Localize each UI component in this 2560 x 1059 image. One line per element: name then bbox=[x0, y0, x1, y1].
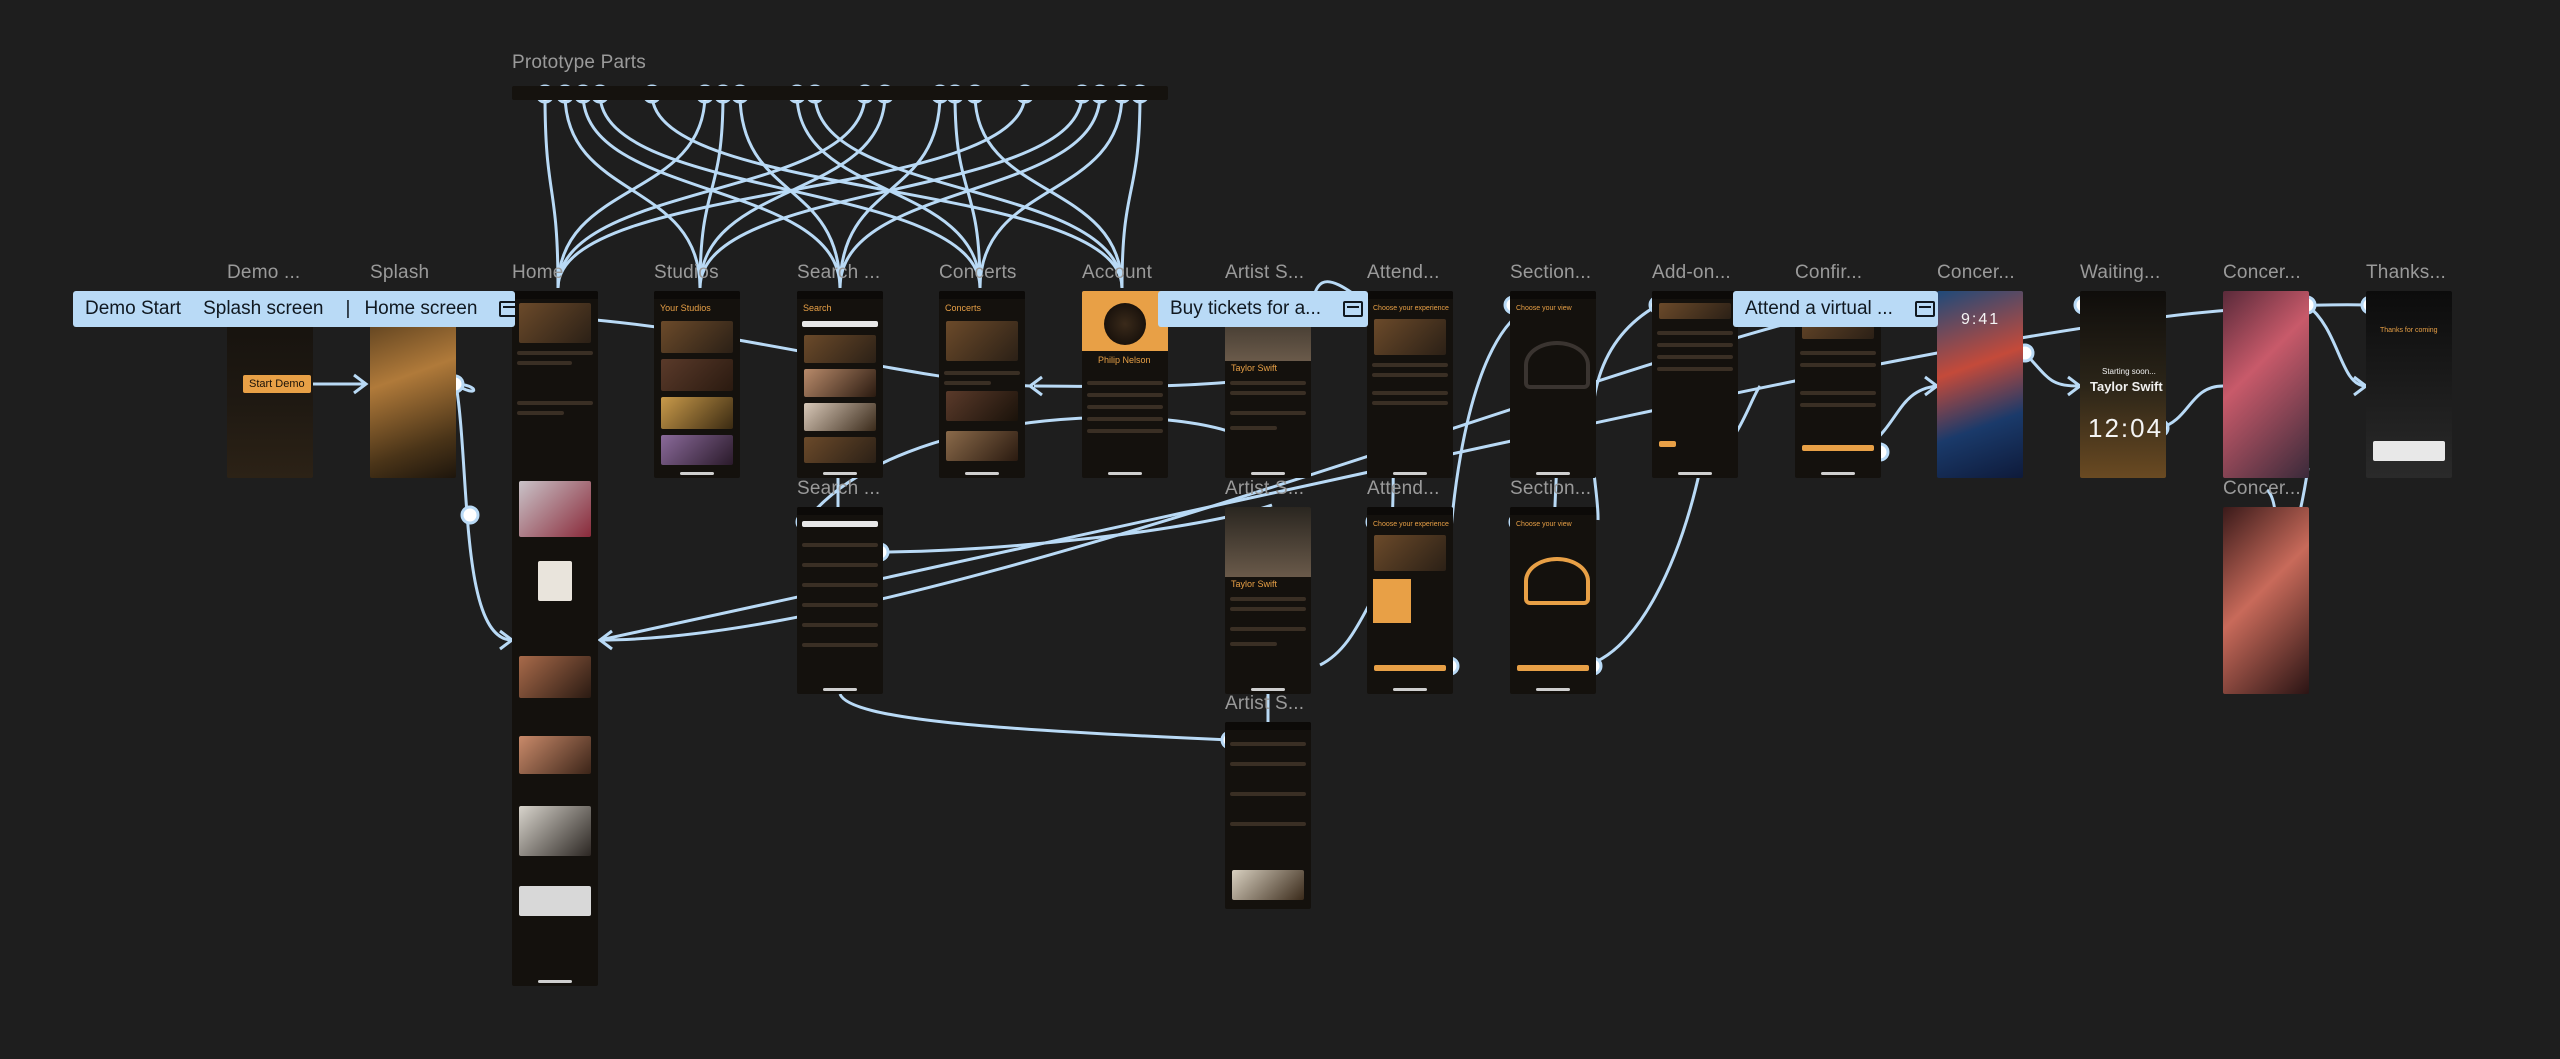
prototype-connector[interactable] bbox=[556, 93, 1027, 289]
flow-splash-screen[interactable]: Splash screen bbox=[203, 298, 324, 319]
prototype-connector[interactable] bbox=[838, 93, 1102, 289]
frame-label-demo[interactable]: Demo ... bbox=[227, 262, 301, 283]
frame-label-concert-2[interactable]: Concer... bbox=[2223, 262, 2301, 283]
frame-label-studios[interactable]: Studios bbox=[654, 262, 719, 283]
frame-label-concert-3[interactable]: Concer... bbox=[2223, 478, 2301, 499]
frame-label-confirm[interactable]: Confir... bbox=[1795, 262, 1863, 283]
prototype-connector[interactable] bbox=[599, 318, 1801, 642]
artist-name-2: Taylor Swift bbox=[1231, 579, 1278, 589]
prototype-connector[interactable] bbox=[1120, 93, 1142, 289]
frame-label-home[interactable]: Home bbox=[512, 262, 564, 283]
frame-label-concert-1[interactable]: Concer... bbox=[1937, 262, 2015, 283]
frame-concert-2[interactable] bbox=[2223, 291, 2309, 478]
prototype-connector[interactable] bbox=[698, 93, 1084, 289]
play-prototype-icon[interactable] bbox=[1343, 301, 1363, 317]
flow-attend-virtual-label[interactable]: Attend a virtual ... bbox=[1745, 298, 1893, 319]
prototype-connector[interactable] bbox=[556, 93, 867, 289]
connection-node[interactable] bbox=[460, 505, 480, 525]
frame-attend-2[interactable]: Choose your experience bbox=[1367, 507, 1453, 694]
frame-label-thanks[interactable]: Thanks... bbox=[2366, 262, 2446, 283]
frame-attend-1[interactable]: Choose your experience bbox=[1367, 291, 1453, 478]
start-demo-button[interactable]: Start Demo bbox=[243, 375, 311, 393]
arrowhead-icon bbox=[1027, 375, 1043, 397]
studios-title: Your Studios bbox=[660, 303, 711, 313]
flow-buy-tickets-label[interactable]: Buy tickets for a... bbox=[1170, 298, 1321, 319]
frame-home[interactable] bbox=[512, 291, 598, 986]
frame-concert-1[interactable]: 9:41 bbox=[1937, 291, 2023, 478]
section-title-1: Choose your view bbox=[1516, 305, 1572, 312]
prototype-connector[interactable] bbox=[978, 93, 1124, 289]
node-group bbox=[287, 84, 2380, 750]
frame-label-search-1[interactable]: Search ... bbox=[797, 262, 881, 283]
frame-label-attend-2[interactable]: Attend... bbox=[1367, 478, 1440, 499]
frame-label-artist-2[interactable]: Artist S... bbox=[1225, 478, 1305, 499]
frame-artist-3[interactable] bbox=[1225, 722, 1311, 909]
prototype-connector[interactable] bbox=[803, 415, 1259, 523]
prototype-parts-strip[interactable] bbox=[512, 86, 1168, 100]
frame-search-2[interactable] bbox=[797, 507, 883, 694]
frame-section-2[interactable]: Choose your view bbox=[1510, 507, 1596, 694]
flow-buy-tickets[interactable]: Buy tickets for a... bbox=[1158, 291, 1368, 327]
account-name: Philip Nelson bbox=[1098, 355, 1151, 365]
arrowhead-icon bbox=[353, 373, 369, 395]
frame-label-artist-3[interactable]: Artist S... bbox=[1225, 693, 1305, 714]
prototype-connector[interactable] bbox=[2306, 303, 2367, 388]
connector-group bbox=[297, 93, 2371, 742]
frame-account[interactable]: Philip Nelson bbox=[1082, 291, 1168, 478]
attend-title-2: Choose your experience bbox=[1373, 521, 1449, 528]
frame-addon[interactable] bbox=[1652, 291, 1738, 478]
frame-label-waiting[interactable]: Waiting... bbox=[2080, 262, 2161, 283]
frame-studios[interactable]: Your Studios bbox=[654, 291, 740, 478]
thanks-title: Thanks for coming bbox=[2380, 327, 2438, 334]
artist-name-1: Taylor Swift bbox=[1231, 363, 1278, 373]
prototype-connector[interactable] bbox=[454, 383, 513, 642]
flow-attend-virtual[interactable]: Attend a virtual ... bbox=[1733, 291, 1938, 327]
prototype-connector[interactable] bbox=[838, 693, 1231, 742]
frame-thanks[interactable]: Thanks for coming bbox=[2366, 291, 2452, 478]
section-title-2: Choose your view bbox=[1516, 521, 1572, 528]
flow-home-screen[interactable]: Home screen bbox=[364, 298, 478, 319]
frame-label-addon[interactable]: Add-on... bbox=[1652, 262, 1731, 283]
frame-section-1[interactable]: Choose your view bbox=[1510, 291, 1596, 478]
section-title: Prototype Parts bbox=[512, 52, 646, 73]
prototype-connector[interactable] bbox=[543, 93, 560, 289]
prototype-connector[interactable] bbox=[1584, 469, 1702, 668]
waiting-artist: Taylor Swift bbox=[2090, 379, 2163, 394]
frame-label-account[interactable]: Account bbox=[1082, 262, 1153, 283]
frame-waiting[interactable]: Starting soon... Taylor Swift 12:04 bbox=[2080, 291, 2166, 478]
attend-title-1: Choose your experience bbox=[1373, 305, 1449, 312]
play-prototype-icon[interactable] bbox=[499, 301, 515, 317]
waiting-subtitle: Starting soon... bbox=[2102, 367, 2156, 376]
flow-main[interactable]: Demo Start Splash screen | Home screen bbox=[73, 291, 515, 327]
concerts-title: Concerts bbox=[945, 303, 982, 313]
frame-label-attend-1[interactable]: Attend... bbox=[1367, 262, 1440, 283]
frame-label-artist-1[interactable]: Artist S... bbox=[1225, 262, 1305, 283]
frame-concerts[interactable]: Concerts bbox=[939, 291, 1025, 478]
prototype-connector[interactable] bbox=[2159, 384, 2224, 430]
concert-time: 9:41 bbox=[1961, 311, 2001, 328]
play-prototype-icon[interactable] bbox=[1914, 301, 1935, 317]
waiting-clock: 12:04 bbox=[2088, 413, 2164, 443]
frame-label-section-1[interactable]: Section... bbox=[1510, 262, 1592, 283]
frame-search-1[interactable]: Search bbox=[797, 291, 883, 478]
prototype-connector[interactable] bbox=[556, 93, 707, 289]
frame-artist-2[interactable]: Taylor Swift bbox=[1225, 507, 1311, 694]
search-title: Search bbox=[803, 303, 832, 313]
prototype-connector[interactable] bbox=[879, 503, 1273, 554]
frame-label-concerts[interactable]: Concerts bbox=[939, 262, 1017, 283]
frame-label-search-2[interactable]: Search ... bbox=[797, 478, 881, 499]
arrowhead-icon bbox=[597, 629, 613, 651]
frame-label-section-2[interactable]: Section... bbox=[1510, 478, 1592, 499]
flow-demo-start[interactable]: Demo Start bbox=[85, 298, 182, 319]
frame-label-splash[interactable]: Splash bbox=[370, 262, 430, 283]
frame-concert-3[interactable] bbox=[2223, 507, 2309, 694]
